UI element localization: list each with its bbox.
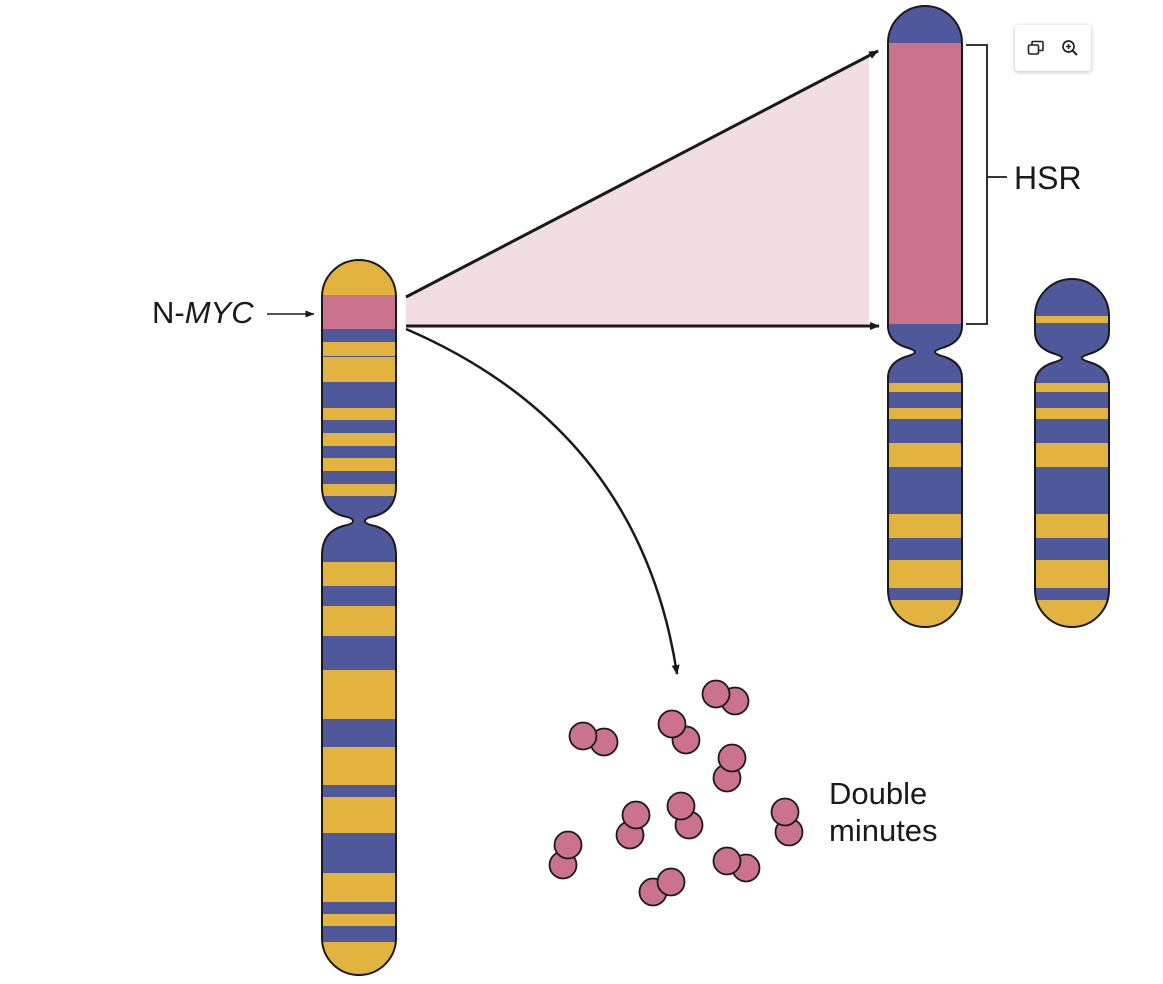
double-minute-pair: [712, 743, 747, 793]
double-minutes-label-line2: minutes: [829, 813, 938, 848]
open-in-new-window-button[interactable]: [1025, 37, 1047, 59]
hsr-amplified-region: [888, 43, 962, 324]
nmyc-label: N-MYC: [152, 295, 254, 330]
arrow-to-double-minutes: [405, 327, 680, 675]
double-minutes-label-line1: Double: [829, 776, 927, 811]
double-minute-pair: [657, 709, 701, 755]
double-minute-pair: [615, 800, 651, 850]
zoom-in-icon: [1062, 40, 1078, 56]
chromosome-normal: [1034, 278, 1110, 628]
hsr-bracket: [966, 44, 1007, 325]
double-minute-pair: [666, 791, 704, 840]
chromosome-original: [321, 259, 397, 976]
double-minutes: [548, 679, 804, 907]
image-toolbar: [1015, 25, 1091, 71]
open-in-new-window-icon: [1027, 40, 1044, 55]
double-minute-pair: [548, 830, 583, 880]
zoom-in-button[interactable]: [1059, 37, 1081, 59]
arrow-to-hsr-top: [405, 49, 879, 299]
chromosome-hsr: [887, 5, 963, 628]
double-minute-pair: [568, 721, 619, 757]
hsr-label: HSR: [1014, 160, 1082, 196]
double-minute-pair: [701, 679, 750, 716]
double-minute-pair: [712, 846, 761, 883]
double-minute-pair: [770, 797, 804, 847]
double-minute-pair: [638, 867, 686, 907]
amplification-fan: [406, 56, 869, 326]
nmyc-locus: [322, 295, 396, 329]
